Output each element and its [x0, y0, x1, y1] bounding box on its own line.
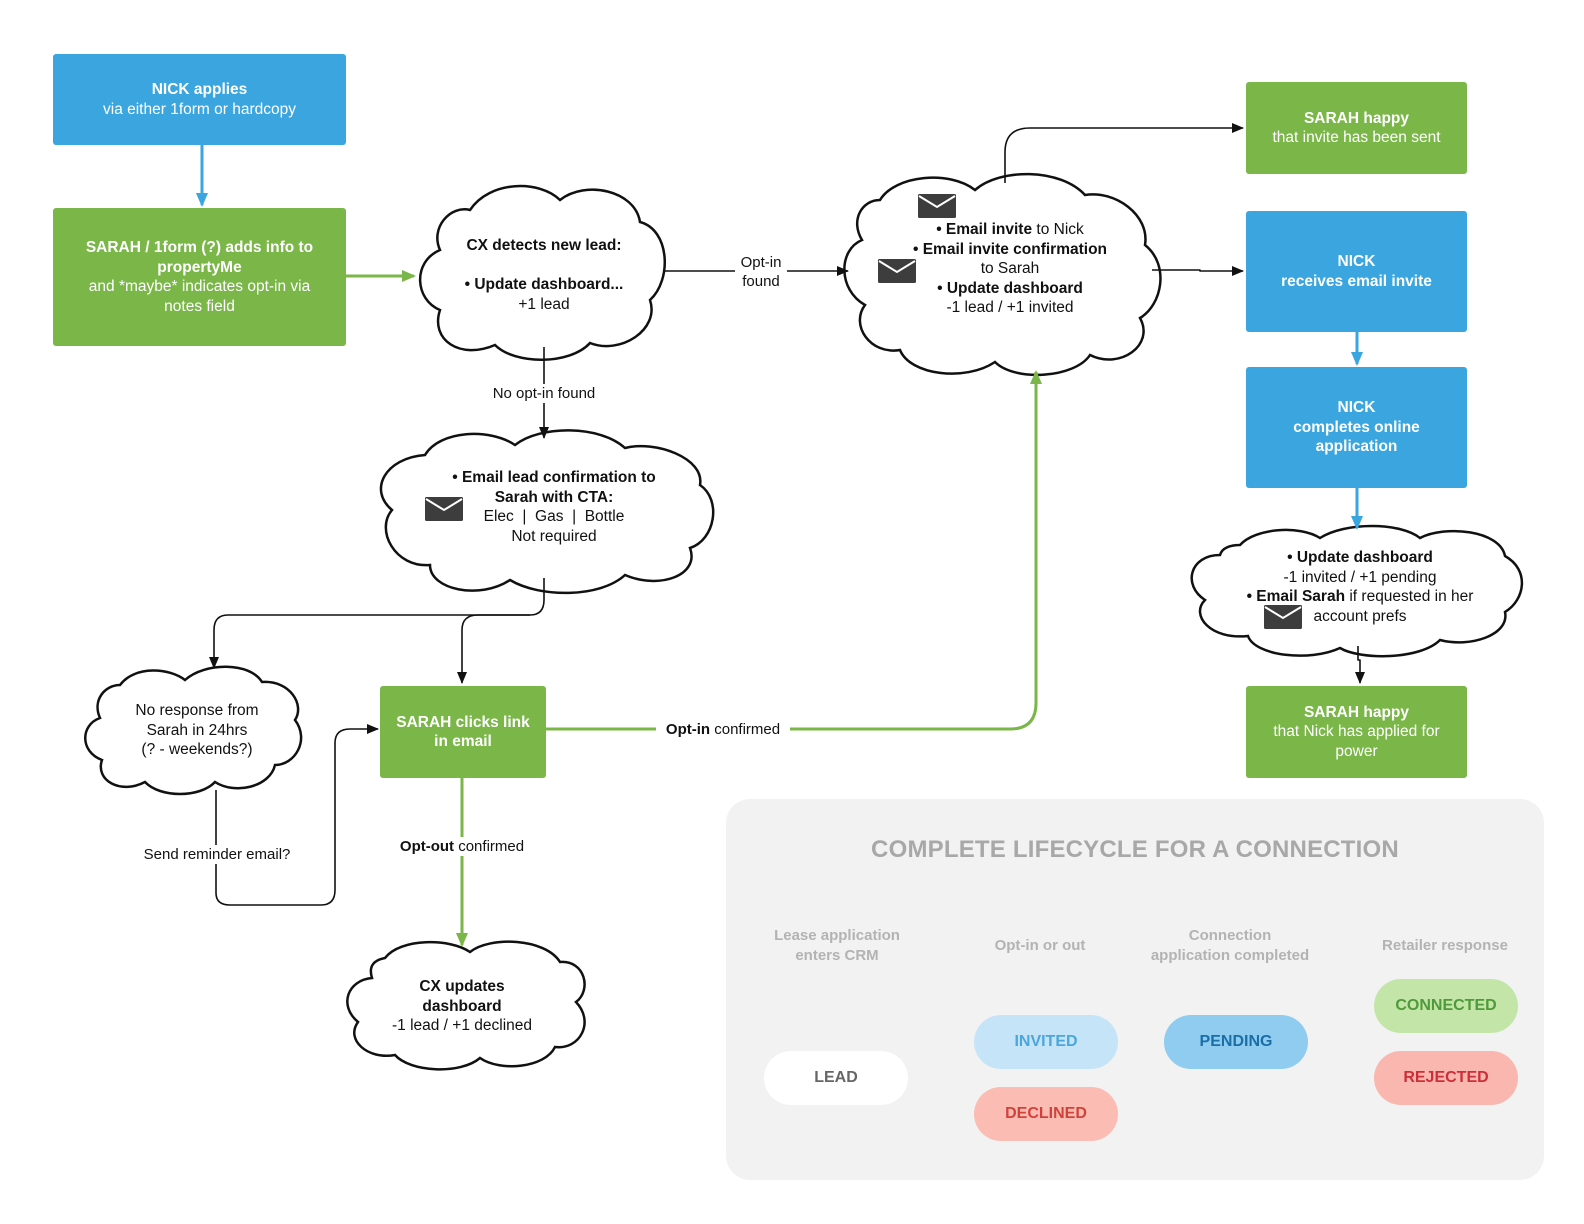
node-nick-completes-application: NICK completes online application — [1246, 367, 1467, 488]
node-nick-receives-invite: NICK receives email invite — [1246, 211, 1467, 332]
edge-label-opt-in-found: Opt-in found — [735, 253, 787, 291]
cloud-sub: +1 lead — [518, 295, 570, 313]
state-connected: CONNECTED — [1374, 979, 1518, 1033]
state-pending: PENDING — [1164, 1015, 1308, 1069]
node-title-line: SARAH / 1form (?) adds info to — [85, 239, 314, 256]
cloud-line: Elec | Gas | Bottle — [483, 508, 625, 525]
cloud-email-lead-text: • Email lead confirmation to Sarah with … — [424, 468, 684, 546]
cloud-line: Sarah with CTA: — [494, 488, 614, 506]
cloud-plain: -1 invited / +1 pending — [1283, 568, 1437, 586]
cloud-plain: if requested in her — [1345, 588, 1474, 605]
cloud-line: • Email lead confirmation to — [452, 469, 656, 486]
connectors — [196, 123, 1365, 947]
cloud-cx-updates — [346, 940, 586, 1071]
edge-label-opt-in-confirmed: Opt-in confirmed — [656, 720, 790, 739]
node-title-line: receives email invite — [1281, 272, 1432, 290]
edge-label-bold: Opt-in — [665, 721, 711, 738]
node-nick-applies: NICK applies via either 1form or hardcop… — [53, 54, 346, 145]
cloud-line: CX updates — [419, 978, 505, 995]
cloud-bold: • Update dashboard — [937, 279, 1083, 297]
lifecycle-header-opt: Opt-in or out — [994, 937, 1086, 954]
cloud-plain: to Nick — [1032, 221, 1084, 238]
node-sarah-happy-invite: SARAH happy that invite has been sent — [1246, 82, 1467, 174]
node-title-line: in email — [434, 733, 492, 750]
node-title: SARAH happy — [1303, 109, 1410, 127]
cloud-email-lead — [379, 429, 715, 595]
cloud-line: No response from — [135, 702, 259, 719]
envelope-icon — [425, 497, 463, 521]
edge-label-line: Opt-in — [740, 254, 782, 271]
cloud-plain: to Sarah — [980, 260, 1040, 277]
edge-label-opt-out-confirmed: Opt-out confirmed — [392, 837, 532, 856]
cloud-cx-detects-text: CX detects new lead: • Update dashboard.… — [444, 236, 644, 314]
cloud-bold: • Email invite — [936, 221, 1033, 238]
envelope-icon — [878, 259, 916, 283]
header-line: Lease application — [774, 927, 900, 944]
state-rejected: REJECTED — [1374, 1051, 1518, 1105]
cloud-invite — [843, 172, 1162, 377]
cloud-pending-text: • Update dashboard -1 invited / +1 pendi… — [1215, 548, 1505, 626]
edge-label-plain: confirmed — [454, 838, 525, 855]
cloud-bold: • Update dashboard — [1287, 549, 1433, 566]
cloud-line: (? - weekends?) — [141, 741, 253, 758]
node-title-line: NICK — [1337, 253, 1376, 270]
edge-label-line: found — [742, 273, 780, 290]
edge-label-plain: confirmed — [710, 721, 781, 738]
node-sarah-happy-applied: SARAH happy that Nick has applied for po… — [1246, 686, 1467, 778]
cloud-item: • Update dashboard... — [464, 276, 624, 293]
node-title-line: completes online — [1293, 418, 1420, 436]
cloud-plain: -1 lead / +1 invited — [946, 299, 1074, 316]
node-subtitle-line: and *maybe* indicates opt-in via — [88, 278, 311, 295]
node-sarah-adds-info: SARAH / 1form (?) adds info to propertyM… — [53, 208, 346, 346]
node-title-line: NICK — [1337, 399, 1376, 417]
node-subtitle-line: notes field — [164, 297, 235, 315]
lifecycle-header-retailer: Retailer response — [1382, 937, 1508, 954]
node-title-line: SARAH clicks link — [396, 713, 530, 731]
lifecycle-header-connection: Connection application completed — [1140, 926, 1320, 966]
node-title-line: propertyMe — [157, 258, 242, 276]
node-subtitle-line: power — [1335, 742, 1378, 760]
cloud-no-response-text: No response from Sarah in 24hrs (? - wee… — [106, 701, 288, 760]
clouds — [84, 172, 1524, 1071]
cloud-bold: • Email invite confirmation — [912, 240, 1108, 258]
lifecycle-header-lease: Lease application enters CRM — [752, 926, 922, 966]
cloud-line: Not required — [511, 527, 597, 545]
cloud-line: Sarah in 24hrs — [146, 721, 248, 739]
node-sarah-clicks-link: SARAH clicks link in email — [380, 686, 546, 778]
state-lead: LEAD — [764, 1051, 908, 1105]
cloud-invite-text: • Email invite to Nick • Email invite co… — [880, 220, 1140, 318]
edge-label-no-opt-in: No opt-in found — [485, 384, 603, 403]
cloud-plain: account prefs — [1313, 607, 1407, 625]
cloud-line: -1 lead / +1 declined — [391, 1017, 533, 1034]
cloud-no-response — [84, 665, 303, 796]
node-subtitle: that invite has been sent — [1272, 129, 1441, 146]
node-subtitle-line: that Nick has applied for — [1273, 723, 1440, 741]
edge-label-send-reminder: Send reminder email? — [133, 845, 301, 864]
header-line: Connection — [1188, 927, 1272, 944]
state-declined: DECLINED — [974, 1087, 1118, 1141]
node-title-line: application — [1315, 438, 1398, 456]
envelope-icon — [918, 194, 956, 218]
node-title: NICK applies — [151, 81, 248, 98]
node-title: SARAH happy — [1303, 703, 1410, 721]
envelope-icon — [1264, 605, 1302, 629]
cloud-cx-detects — [418, 184, 666, 361]
edge-label-bold: Opt-out — [399, 838, 455, 855]
cloud-line: dashboard — [422, 997, 502, 1015]
header-line: enters CRM — [795, 947, 879, 964]
cloud-cx-updates-text: CX updates dashboard -1 lead / +1 declin… — [362, 977, 562, 1036]
cloud-title: CX detects new lead: — [466, 237, 622, 254]
state-invited: INVITED — [974, 1015, 1118, 1069]
node-subtitle: via either 1form or hardcopy — [103, 100, 296, 118]
lifecycle-title: COMPLETE LIFECYCLE FOR A CONNECTION — [871, 836, 1399, 863]
cloud-bold: • Email Sarah — [1246, 588, 1346, 605]
header-line: application completed — [1150, 947, 1310, 964]
